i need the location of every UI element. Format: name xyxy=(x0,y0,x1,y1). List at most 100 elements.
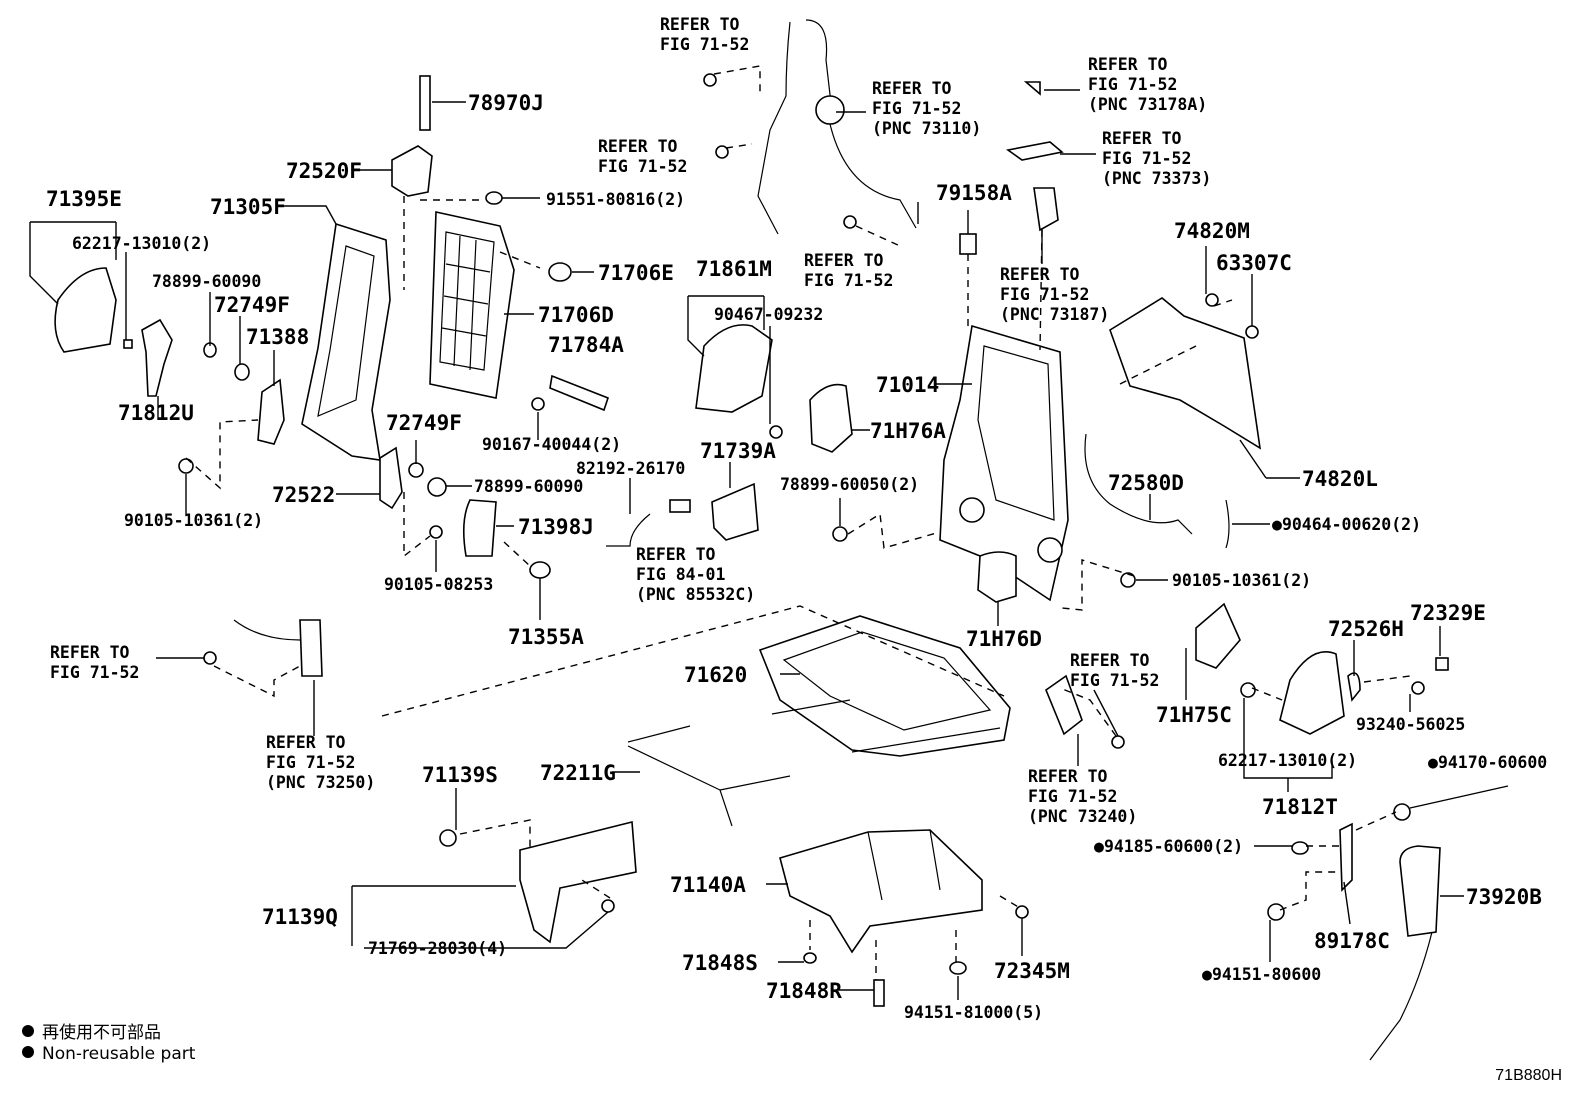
label-72749F-a: 72749F xyxy=(214,293,290,317)
refer-6-line1: REFER TO xyxy=(1102,129,1182,148)
legend-jp-text: 再使用不可部品 xyxy=(42,1023,161,1043)
connector-82192-shape xyxy=(669,499,691,513)
label-71769-28030: 71769-28030(4) xyxy=(368,939,507,958)
label-71398J: 71398J xyxy=(518,515,594,539)
frame-hinge-left xyxy=(959,497,985,523)
refer-2-line1: REFER TO xyxy=(872,79,952,98)
seatback-frame-71305F-shape xyxy=(301,222,391,461)
label-72345M: 72345M xyxy=(994,959,1070,983)
bolt-91551-shape xyxy=(485,191,503,205)
label-90467-09232: 90467-09232 xyxy=(714,305,823,324)
label-71355A: 71355A xyxy=(508,625,584,649)
label-72526H: 72526H xyxy=(1328,617,1404,641)
part-number-labels: 78970J 72520F 91551-80816(2) 71395E 7130… xyxy=(46,91,1547,1022)
label-71739A: 71739A xyxy=(700,439,776,463)
washer-72749F-b-shape xyxy=(408,462,424,478)
nut-belt-a-shape xyxy=(703,73,717,87)
refer-5-line3: (PNC 73178A) xyxy=(1088,95,1207,114)
seatback-board-grid xyxy=(439,231,495,371)
cap-belt-shape xyxy=(843,215,857,229)
bracket-72520F-shape xyxy=(391,145,433,197)
refer-11-line2: FIG 71-52 xyxy=(1070,671,1159,690)
refer-7-line3: (PNC 73187) xyxy=(1000,305,1109,324)
label-93240-56025: 93240-56025 xyxy=(1356,715,1465,734)
label-79158A: 79158A xyxy=(936,181,1012,205)
nut-78899-60050-shape xyxy=(832,526,848,542)
rod-78970J-shape xyxy=(419,75,431,131)
label-73920B: 73920B xyxy=(1466,885,1542,909)
bracket-71H75C-shape xyxy=(1195,602,1241,669)
clip-90167-shape xyxy=(531,397,545,411)
nut-94170-shape xyxy=(1393,803,1411,821)
nut-belt-b-shape xyxy=(715,145,729,159)
bolt-71848S-shape xyxy=(803,952,817,964)
label-71140A: 71140A xyxy=(670,873,746,897)
bolt-belt-left-shape xyxy=(203,651,217,665)
refer-6-line3: (PNC 73373) xyxy=(1102,169,1211,188)
label-71014: 71014 xyxy=(876,373,939,397)
cable-72580D-shape xyxy=(1084,433,1193,535)
label-72520F: 72520F xyxy=(286,159,362,183)
label-90105-08253: 90105-08253 xyxy=(384,575,493,594)
clip-71706E-shape xyxy=(548,262,572,282)
refer-2-line2: FIG 71-52 xyxy=(872,99,961,118)
bracket-71388-shape xyxy=(257,378,285,445)
bolt-90105-b-shape xyxy=(1120,572,1136,588)
label-71620: 71620 xyxy=(684,663,747,687)
label-71784A: 71784A xyxy=(548,333,624,357)
label-71139Q: 71139Q xyxy=(262,905,338,929)
airbag-73920B-wire xyxy=(1369,931,1433,1061)
refer-9-line1: REFER TO xyxy=(50,643,130,662)
refer-8-line2: FIG 84-01 xyxy=(636,565,725,584)
leg-71140A-shape xyxy=(779,829,983,954)
label-78899-60090-b: 78899-60090 xyxy=(474,477,583,496)
bolt-belt-right-shape xyxy=(1111,735,1125,749)
non-reusable-mark: ● xyxy=(1094,837,1104,856)
cover-71861M-shape xyxy=(695,324,773,413)
label-78899-60090-a: 78899-60090 xyxy=(152,272,261,291)
refer-1-line2: FIG 71-52 xyxy=(660,35,749,54)
label-72580D: 72580D xyxy=(1108,471,1184,495)
label-71812T: 71812T xyxy=(1262,795,1338,819)
screw-93240-shape xyxy=(1411,681,1425,695)
bolt-71848R-shape xyxy=(873,979,885,1007)
legend-en-text: Non-reusable part xyxy=(42,1044,196,1064)
nut-94151-shape xyxy=(949,961,967,975)
bolt-90105-a-shape xyxy=(178,458,194,474)
label-94170-60600: ●94170-60600 xyxy=(1428,753,1547,772)
refer-4-line2: FIG 71-52 xyxy=(804,271,893,290)
refer-8-line1: REFER TO xyxy=(636,545,716,564)
cushion-frame-inner xyxy=(782,631,992,731)
cushion-frame-71620-shape xyxy=(758,615,1011,757)
washer-94185-shape xyxy=(1291,841,1309,855)
label-71H76A: 71H76A xyxy=(870,419,946,443)
label-74820M: 74820M xyxy=(1174,219,1250,243)
part-drawings xyxy=(54,19,1449,1061)
leg-71140A-detail xyxy=(867,829,941,901)
seat-frame-71014-inner xyxy=(977,345,1055,521)
non-reusable-mark: ● xyxy=(1272,515,1282,534)
wire-82192 xyxy=(606,513,651,547)
pad-72526H-small xyxy=(1347,672,1361,702)
clip-63307C-shape xyxy=(1245,325,1259,339)
strip-71784A-shape xyxy=(549,374,609,412)
cushion-rails xyxy=(771,699,1001,753)
refer-9-line2: FIG 71-52 xyxy=(50,663,139,682)
refer-12-line3: (PNC 73240) xyxy=(1028,807,1137,826)
label-74820L: 74820L xyxy=(1302,467,1378,491)
label-63307C: 63307C xyxy=(1216,251,1292,275)
cover-71398J-shape xyxy=(462,499,497,557)
cap-72345M-shape xyxy=(1015,905,1029,919)
cover-71H76D-shape xyxy=(977,551,1017,603)
label-72749F-b: 72749F xyxy=(386,411,462,435)
label-89178C: 89178C xyxy=(1314,929,1390,953)
label-71139S: 71139S xyxy=(422,763,498,787)
refer-12-line1: REFER TO xyxy=(1028,767,1108,786)
refer-8-line3: (PNC 85532C) xyxy=(636,585,755,604)
belt-buckle-left-shape xyxy=(299,619,323,677)
non-reusable-mark: ● xyxy=(1428,753,1438,772)
nut-90467-shape xyxy=(769,425,783,439)
refer-3-line1: REFER TO xyxy=(598,137,678,156)
